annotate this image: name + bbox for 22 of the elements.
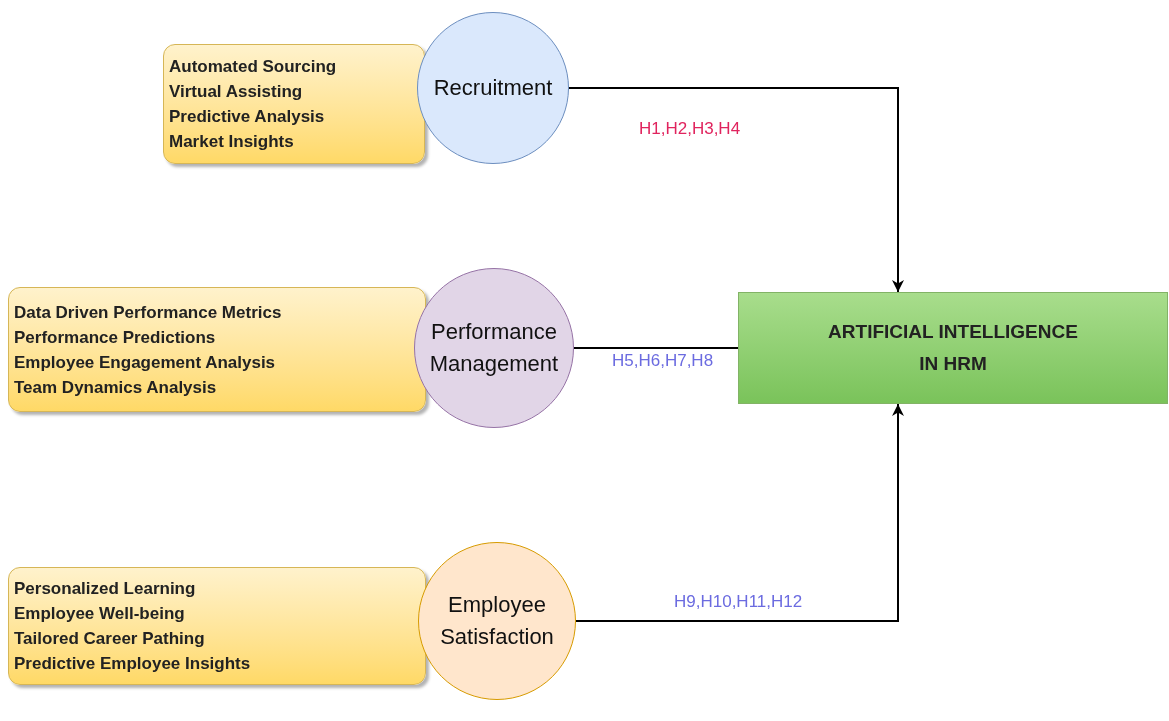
feature-text: Employee Engagement Analysis: [14, 351, 277, 374]
feature-text: Data Driven Performance Metrics: [14, 301, 283, 324]
category-label: Performance Management: [428, 318, 560, 378]
feature-text: Tailored Career Pathing: [14, 628, 206, 650]
central-box: [738, 292, 1168, 404]
feature-text: Personalized Learning: [14, 578, 197, 600]
feature-text: Predictive Analysis: [169, 106, 326, 128]
feature-list-box: [8, 567, 426, 685]
central-title: ARTIFICIAL INTELLIGENCE IN HRM: [827, 320, 1079, 376]
category-label: Recruitment: [432, 74, 554, 102]
feature-text: Market Insights: [169, 131, 295, 153]
feature-text: Automated Sourcing: [169, 56, 338, 78]
feature-text: Employee Well-being: [14, 603, 186, 625]
connector-arrow: [575, 403, 904, 622]
feature-text: Virtual Assisting: [169, 81, 304, 103]
feature-text: Performance Predictions: [14, 326, 217, 349]
connector-arrow: [568, 87, 904, 293]
feature-text: Team Dynamics Analysis: [14, 376, 218, 399]
feature-text: Predictive Employee Insights: [14, 653, 252, 675]
category-label: Employee Satisfaction: [439, 591, 555, 651]
feature-list-box: [163, 44, 425, 164]
feature-list-box: [8, 287, 426, 412]
